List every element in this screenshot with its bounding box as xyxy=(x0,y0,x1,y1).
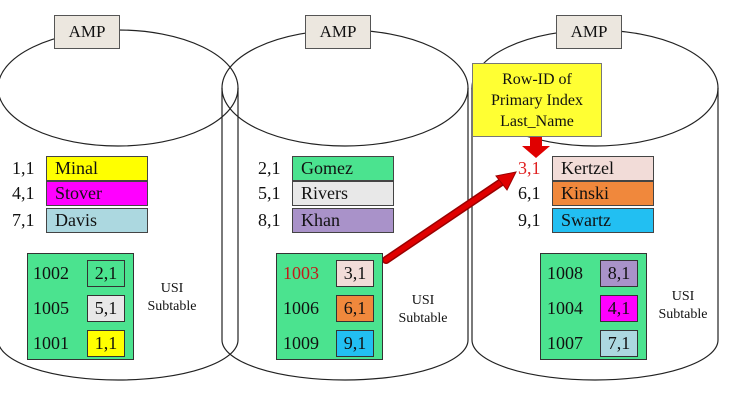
row-name: Gomez xyxy=(292,156,394,181)
row-name: Minal xyxy=(46,156,148,181)
usi-label-line: USI xyxy=(160,281,184,296)
usi-label-line: Subtable xyxy=(658,307,708,322)
usi-row-ref: 5,1 xyxy=(87,295,125,322)
usi-value: 1009 xyxy=(283,333,319,353)
row-pointer-arrow xyxy=(382,171,517,264)
usi-value: 1006 xyxy=(283,298,319,318)
usi-label-line: USI xyxy=(671,289,695,304)
row-name: Khan xyxy=(292,208,394,233)
row-id: 1,1 xyxy=(12,158,35,178)
row-name: Davis xyxy=(46,208,148,233)
row-id-highlighted: 3,1 xyxy=(518,158,541,178)
usi-row-ref: 1,1 xyxy=(87,330,125,357)
usi-value-highlighted: 1003 xyxy=(283,263,319,283)
row-name: Stover xyxy=(46,181,148,206)
row-id: 8,1 xyxy=(258,210,281,230)
amp-1-usi-label: USI Subtable xyxy=(137,280,207,316)
callout-line-3: Last_Name xyxy=(500,112,574,130)
row-id: 6,1 xyxy=(518,183,541,203)
usi-row-ref: 7,1 xyxy=(600,330,638,357)
amp-2-label: AMP xyxy=(305,15,371,49)
usi-row-ref: 3,1 xyxy=(336,260,374,287)
row-id: 5,1 xyxy=(258,183,281,203)
row-name: Swartz xyxy=(552,208,654,233)
row-name: Kinski xyxy=(552,181,654,206)
callout-line-2: Primary Index xyxy=(491,91,583,109)
row-id: 4,1 xyxy=(12,183,35,203)
callout-down-arrow xyxy=(522,137,550,158)
row-name: Rivers xyxy=(292,181,394,206)
usi-label-line: USI xyxy=(411,293,435,308)
amp-3-usi-label: USI Subtable xyxy=(648,288,718,324)
usi-label-line: Subtable xyxy=(398,311,448,326)
usi-row-ref: 8,1 xyxy=(600,260,638,287)
usi-value: 1007 xyxy=(547,333,583,353)
row-id: 7,1 xyxy=(12,210,35,230)
usi-value: 1004 xyxy=(547,298,583,318)
amp-2-usi-label: USI Subtable xyxy=(388,292,458,328)
amp-1-label: AMP xyxy=(54,15,120,49)
usi-row-ref: 4,1 xyxy=(600,295,638,322)
usi-row-ref: 6,1 xyxy=(336,295,374,322)
usi-value: 1002 xyxy=(33,263,69,283)
row-id: 2,1 xyxy=(258,158,281,178)
usi-value: 1008 xyxy=(547,263,583,283)
usi-label-line: Subtable xyxy=(147,299,197,314)
primary-index-callout: Row-ID of Primary Index Last_Name xyxy=(472,63,602,137)
row-name: Kertzel xyxy=(552,156,654,181)
amp-3-label: AMP xyxy=(556,15,622,49)
row-id: 9,1 xyxy=(518,210,541,230)
usi-value: 1005 xyxy=(33,298,69,318)
usi-row-ref: 9,1 xyxy=(336,330,374,357)
usi-row-ref: 2,1 xyxy=(87,260,125,287)
callout-line-1: Row-ID of xyxy=(502,70,572,88)
usi-value: 1001 xyxy=(33,333,69,353)
